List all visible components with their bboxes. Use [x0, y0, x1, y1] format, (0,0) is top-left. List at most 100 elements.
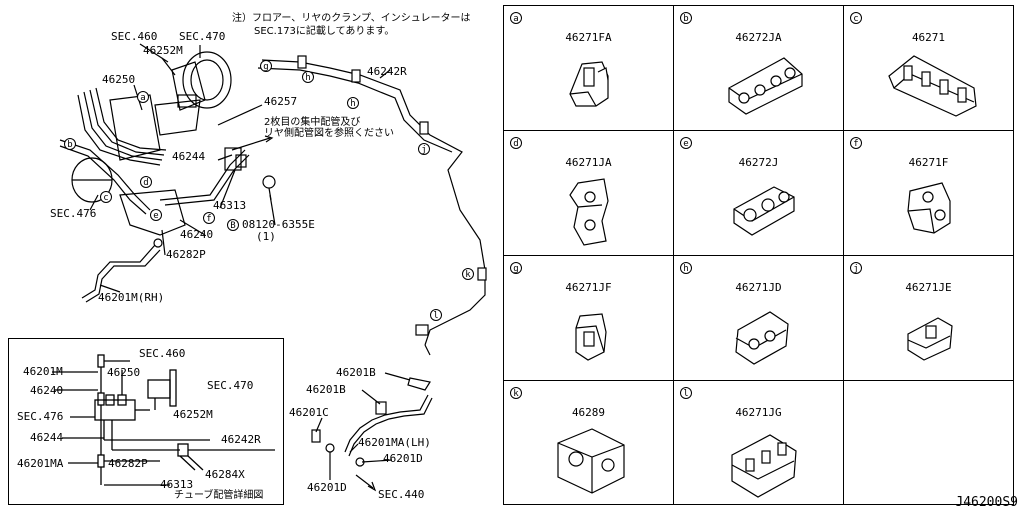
marker-h-1: h	[302, 71, 314, 83]
marker-l: l	[430, 309, 442, 321]
part-number: 46271F	[908, 156, 949, 169]
part-cell-b: b 46272JA	[673, 5, 844, 131]
marker-bolt-B: B	[227, 219, 239, 231]
part-number: 46271JF	[565, 281, 612, 294]
inset-label-46244: 46244	[30, 431, 64, 444]
part-cell-g: g 46271JF	[503, 255, 674, 381]
label-46282p: 46282P	[166, 248, 206, 261]
clip-drawing	[569, 178, 609, 246]
marker-k: k	[462, 268, 474, 280]
callout-note-line2: リヤ側配管図を参照ください	[264, 128, 394, 139]
general-note-line1: 注）フロアー、リヤのクランプ、インシュレーターは	[232, 13, 471, 24]
label-46201b-b: 46201B	[306, 383, 346, 396]
part-marker: b	[680, 12, 692, 24]
callout-note-line1: 2枚目の集中配管及び	[264, 117, 361, 128]
label-46201b-a: 46201B	[336, 366, 376, 379]
part-marker: e	[680, 137, 692, 149]
inset-label-46250: 46250	[107, 366, 141, 379]
part-number: 46272JA	[735, 31, 782, 44]
part-number: 46271JE	[905, 281, 952, 294]
label-46257: 46257	[264, 95, 298, 108]
label-bolt-qty: (1)	[256, 230, 276, 243]
clip-drawing	[907, 317, 953, 361]
marker-a: a	[137, 91, 149, 103]
marker-j: j	[418, 143, 430, 155]
tube-piping-detail-inset	[8, 338, 284, 505]
part-marker: h	[680, 262, 692, 274]
part-marker: l	[680, 387, 692, 399]
clip-drawing	[557, 428, 625, 494]
inset-label-sec476: SEC.476	[17, 410, 64, 423]
diagram-reference-number: J46200S9	[955, 495, 1018, 510]
label-46201d-a: 46201D	[383, 452, 423, 465]
label-46201c: 46201C	[289, 406, 329, 419]
marker-h-2: h	[347, 97, 359, 109]
part-cell-h: h 46271JD	[673, 255, 844, 381]
label-46250: 46250	[102, 73, 136, 86]
label-46201ma-lh: 46201MA(LH)	[358, 436, 431, 449]
label-46313: 46313	[213, 199, 247, 212]
clip-drawing	[569, 61, 609, 107]
part-cell-a: a 46271FA	[503, 5, 674, 131]
part-marker: k	[510, 387, 522, 399]
marker-d: d	[140, 176, 152, 188]
inset-label-46201ma: 46201MA	[17, 457, 64, 470]
inset-label-46252m: 46252M	[173, 408, 213, 421]
label-sec470: SEC.470	[179, 30, 226, 43]
inset-label-46242r: 46242R	[221, 433, 261, 446]
label-sec460: SEC.460	[111, 30, 158, 43]
part-number: 46271JD	[735, 281, 782, 294]
label-bolt: 08120-6355E	[242, 218, 315, 231]
part-number: 46271JG	[735, 406, 782, 419]
label-46242r: 46242R	[367, 65, 407, 78]
inset-caption: チューブ配管詳細図	[174, 490, 264, 501]
inset-label-46282p: 46282P	[108, 457, 148, 470]
part-marker: a	[510, 12, 522, 24]
label-sec440: SEC.440	[378, 488, 425, 501]
inset-label-46240: 46240	[30, 384, 64, 397]
part-marker: c	[850, 12, 862, 24]
part-cell-d: d 46271JA	[503, 130, 674, 256]
label-sec476: SEC.476	[50, 207, 97, 220]
part-cell-l: l 46271JG	[673, 380, 844, 505]
clip-parts-grid: a 46271FA b 46272JA c 46271 d 46271JA e …	[503, 5, 1014, 505]
marker-c: c	[100, 191, 112, 203]
label-46240: 46240	[180, 228, 214, 241]
part-cell-empty	[843, 380, 1014, 505]
part-cell-e: e 46272J	[673, 130, 844, 256]
part-cell-k: k 46289	[503, 380, 674, 505]
part-cell-c: c 46271	[843, 5, 1014, 131]
clip-drawing	[731, 434, 797, 498]
label-46252m: 46252M	[143, 44, 183, 57]
part-number: 46289	[571, 406, 606, 419]
part-marker: g	[510, 262, 522, 274]
label-46201m-rh: 46201M(RH)	[98, 291, 165, 304]
label-46244: 46244	[172, 150, 206, 163]
part-cell-j: j 46271JE	[843, 255, 1014, 381]
part-number: 46271FA	[565, 31, 612, 44]
part-marker: d	[510, 137, 522, 149]
part-cell-f: f 46271F	[843, 130, 1014, 256]
marker-f: f	[203, 212, 215, 224]
clip-drawing	[888, 55, 977, 117]
inset-label-sec470: SEC.470	[207, 379, 254, 392]
inset-label-46313: 46313	[160, 478, 194, 491]
marker-e: e	[150, 209, 162, 221]
clip-drawing	[735, 311, 789, 365]
clip-drawing	[575, 313, 607, 361]
marker-g: g	[260, 60, 272, 72]
inset-label-sec460: SEC.460	[139, 347, 186, 360]
clip-drawing	[728, 57, 803, 115]
part-number: 46271	[911, 31, 946, 44]
marker-b: b	[64, 138, 76, 150]
inset-label-46201m: 46201M	[23, 365, 63, 378]
inset-label-46284x: 46284X	[205, 468, 245, 481]
part-marker: j	[850, 262, 862, 274]
general-note-line2: SEC.173に記載してあります。	[254, 26, 395, 37]
clip-drawing	[733, 186, 795, 236]
label-46201d-b: 46201D	[307, 481, 347, 494]
part-number: 46272J	[738, 156, 779, 169]
part-number: 46271JA	[565, 156, 612, 169]
clip-drawing	[907, 182, 951, 234]
